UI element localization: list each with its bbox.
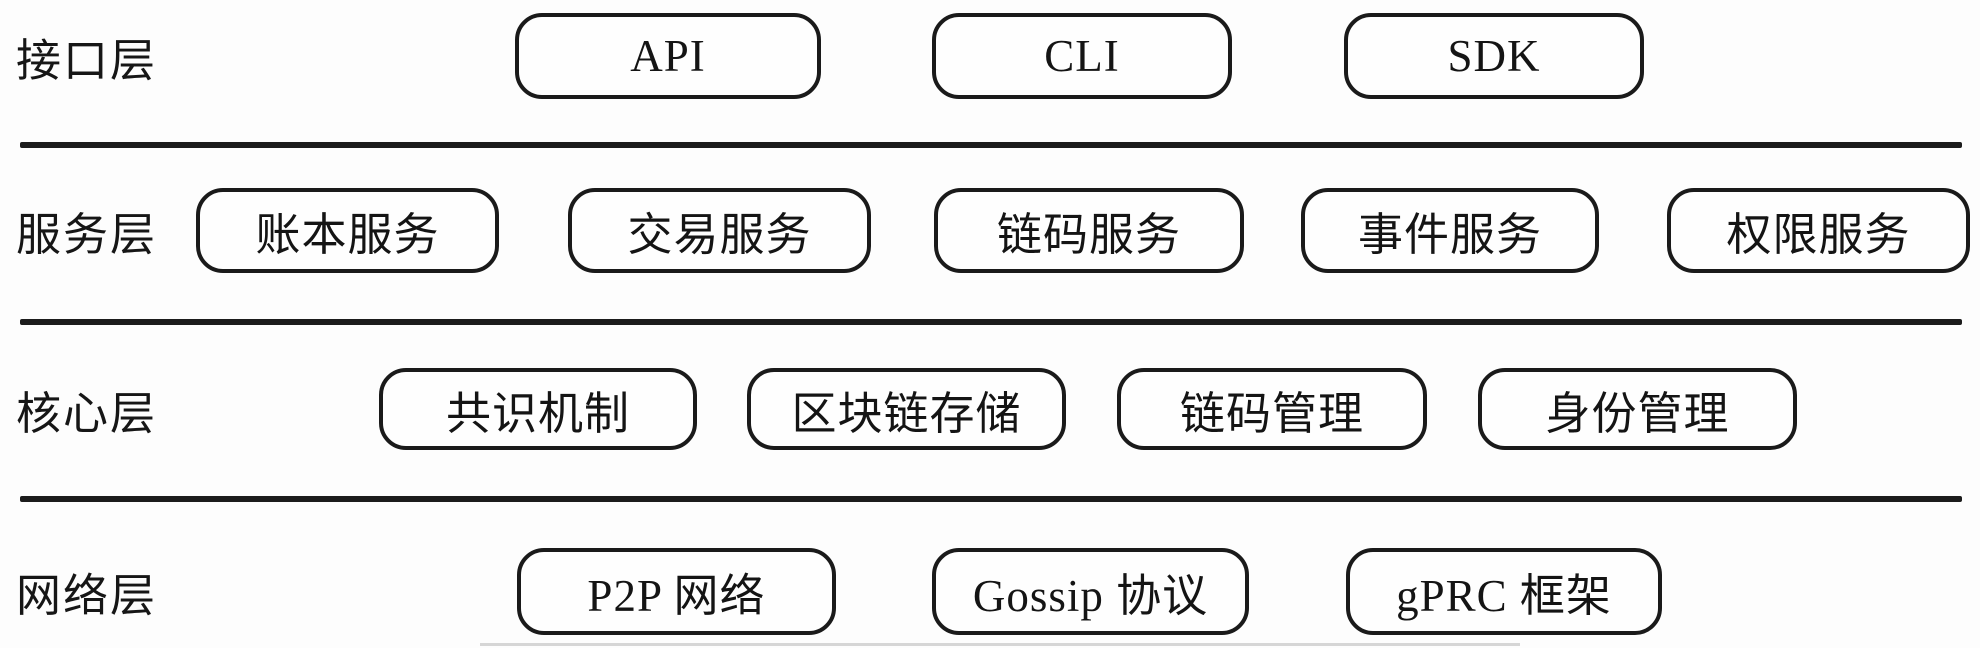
node-gossip-protocol: Gossip 协议: [932, 548, 1249, 635]
divider-line-1: [20, 142, 1962, 148]
node-p2p-network: P2P 网络: [517, 548, 836, 635]
layer-label-service: 服务层: [16, 210, 158, 260]
node-chaincode-management: 链码管理: [1117, 368, 1427, 450]
node-ledger-service: 账本服务: [196, 188, 499, 273]
node-transaction-service: 交易服务: [568, 188, 871, 273]
node-event-service: 事件服务: [1301, 188, 1599, 273]
node-identity-management: 身份管理: [1478, 368, 1797, 450]
divider-line-3: [20, 496, 1962, 502]
node-api: API: [515, 13, 821, 99]
node-grpc-framework: gPRC 框架: [1346, 548, 1662, 635]
divider-line-2: [20, 319, 1962, 325]
node-sdk: SDK: [1344, 13, 1644, 99]
node-cli: CLI: [932, 13, 1232, 99]
divider-line-bottom-faint: [480, 643, 1520, 646]
node-consensus-mechanism: 共识机制: [379, 368, 697, 450]
layer-label-core: 核心层: [16, 388, 158, 439]
layer-label-interface: 接口层: [16, 35, 158, 86]
layer-label-network: 网络层: [16, 571, 158, 621]
node-chaincode-service: 链码服务: [934, 188, 1244, 273]
node-permission-service: 权限服务: [1667, 188, 1970, 273]
node-blockchain-storage: 区块链存储: [747, 368, 1066, 450]
